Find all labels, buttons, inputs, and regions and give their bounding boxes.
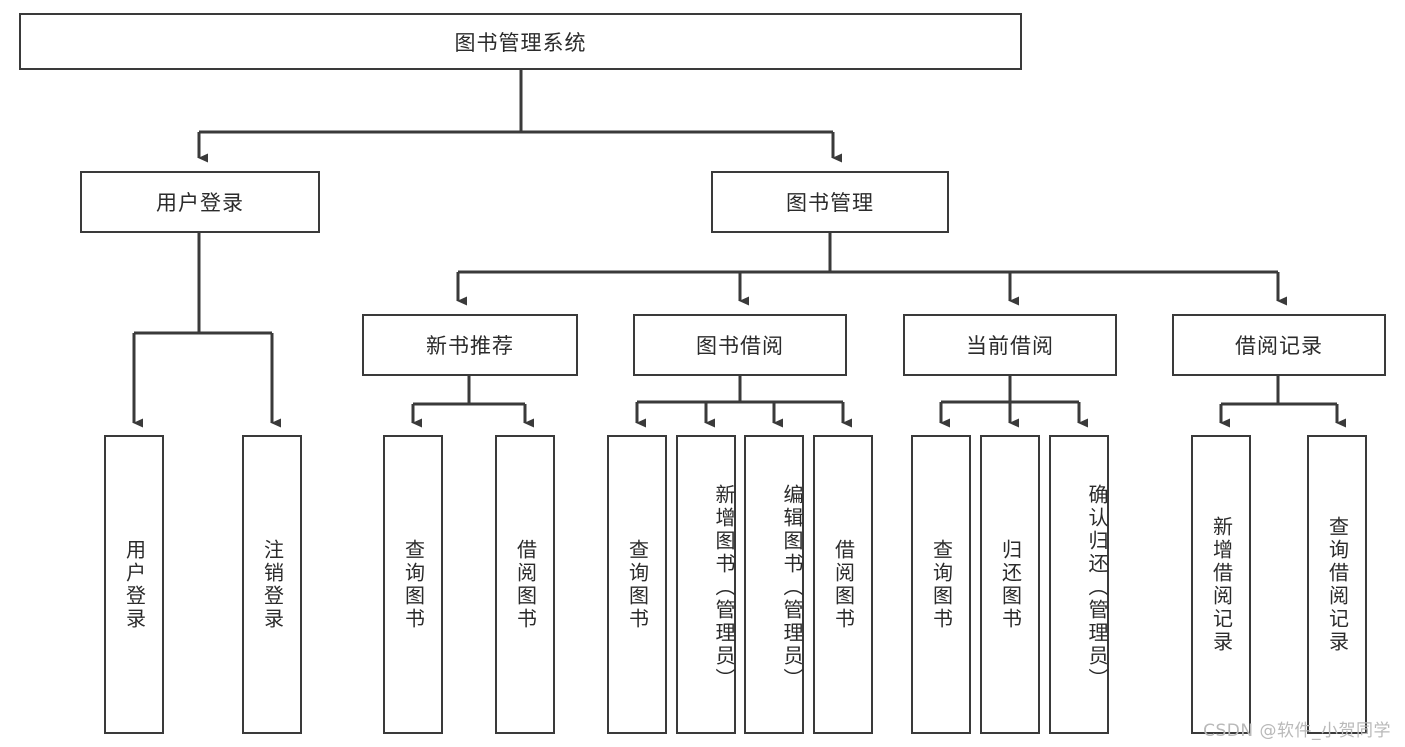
node-leaf-add-book[interactable]: 新增图书（管理员）	[676, 435, 736, 734]
node-leaf-borrow-book-2[interactable]: 借阅图书	[813, 435, 873, 734]
node-leaf-borrow-book-1-label: 借阅图书	[513, 538, 538, 631]
watermark-text: CSDN @软件_小贺同学	[1203, 721, 1391, 741]
node-leaf-logout-label: 注销登录	[260, 538, 285, 631]
node-leaf-confirm-return[interactable]: 确认归还（管理员）	[1049, 435, 1109, 734]
node-book-manage[interactable]: 图书管理	[711, 171, 949, 233]
node-leaf-return-book[interactable]: 归还图书	[980, 435, 1040, 734]
node-new-book-rec-label: 新书推荐	[426, 334, 514, 358]
node-leaf-query-book-3-label: 查询图书	[929, 538, 954, 631]
node-book-borrow-label: 图书借阅	[696, 334, 784, 358]
node-leaf-edit-book-label: 编辑图书（管理员）	[780, 484, 804, 691]
node-leaf-return-book-label: 归还图书	[998, 538, 1023, 631]
node-user-login-label: 用户登录	[156, 191, 244, 215]
node-leaf-confirm-return-label: 确认归还（管理员）	[1085, 484, 1109, 691]
node-leaf-user-login-label: 用户登录	[122, 538, 147, 631]
node-leaf-add-record-label: 新增借阅记录	[1209, 515, 1234, 654]
node-leaf-borrow-book-2-label: 借阅图书	[831, 538, 856, 631]
node-leaf-borrow-book-1[interactable]: 借阅图书	[495, 435, 555, 734]
node-root[interactable]: 图书管理系统	[19, 13, 1022, 70]
node-leaf-query-record-label: 查询借阅记录	[1325, 515, 1350, 654]
node-book-borrow[interactable]: 图书借阅	[633, 314, 847, 376]
node-root-label: 图书管理系统	[454, 30, 587, 55]
node-book-manage-label: 图书管理	[786, 191, 874, 215]
node-leaf-query-book-1-label: 查询图书	[401, 538, 426, 631]
node-current-borrow-label: 当前借阅	[966, 334, 1054, 358]
node-leaf-query-book-3[interactable]: 查询图书	[911, 435, 971, 734]
node-leaf-edit-book[interactable]: 编辑图书（管理员）	[744, 435, 804, 734]
node-leaf-query-book-2[interactable]: 查询图书	[607, 435, 667, 734]
node-leaf-add-book-label: 新增图书（管理员）	[712, 484, 736, 691]
node-leaf-user-login[interactable]: 用户登录	[104, 435, 164, 734]
node-user-login[interactable]: 用户登录	[80, 171, 320, 233]
node-leaf-query-record[interactable]: 查询借阅记录	[1307, 435, 1367, 734]
node-borrow-record[interactable]: 借阅记录	[1172, 314, 1386, 376]
node-current-borrow[interactable]: 当前借阅	[903, 314, 1117, 376]
node-leaf-query-book-1[interactable]: 查询图书	[383, 435, 443, 734]
node-borrow-record-label: 借阅记录	[1235, 334, 1323, 358]
node-new-book-rec[interactable]: 新书推荐	[362, 314, 578, 376]
node-leaf-logout[interactable]: 注销登录	[242, 435, 302, 734]
node-leaf-query-book-2-label: 查询图书	[625, 538, 650, 631]
node-leaf-add-record[interactable]: 新增借阅记录	[1191, 435, 1251, 734]
